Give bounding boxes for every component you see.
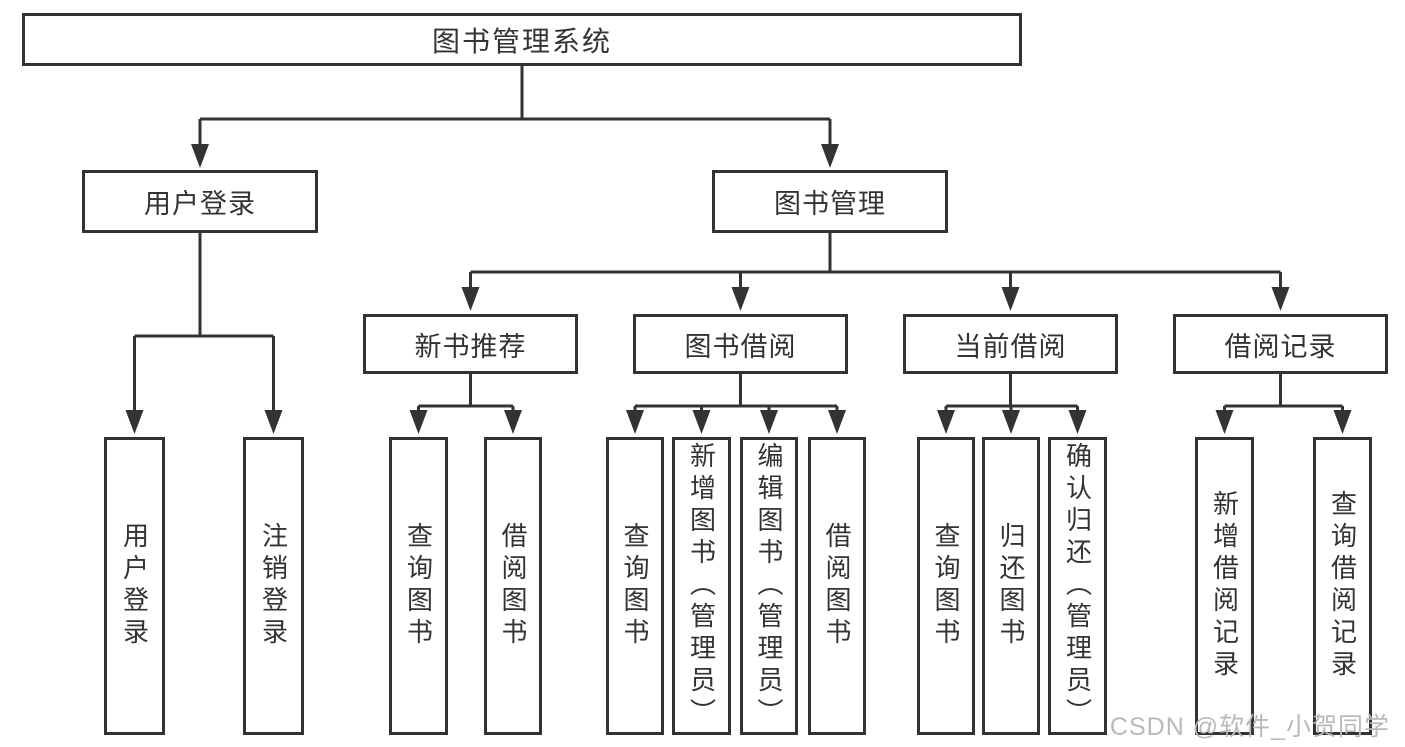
node-label: 查询图书 <box>403 522 434 650</box>
leaf-query-borrow-record: 查询借阅记录 <box>1313 437 1372 735</box>
node-label: 查询借阅记录 <box>1327 490 1358 682</box>
node-label: 查询图书 <box>931 522 961 650</box>
node-book-borrowing: 图书借阅 <box>633 314 848 374</box>
leaf-query-books-current: 查询图书 <box>917 437 975 735</box>
node-label: 新增借阅记录 <box>1209 490 1240 682</box>
node-label: 新书推荐 <box>414 331 527 362</box>
node-label: 新增图书（管理员） <box>686 442 717 730</box>
leaf-add-borrow-record: 新增借阅记录 <box>1195 437 1254 735</box>
node-label: 用户登录 <box>119 522 150 650</box>
node-borrowing-records: 借阅记录 <box>1173 314 1388 374</box>
node-label: 借阅记录 <box>1224 331 1337 362</box>
node-label: 查询图书 <box>620 522 650 650</box>
node-label: 图书管理 <box>774 189 886 219</box>
leaf-borrow-books-recommend: 借阅图书 <box>484 437 542 735</box>
node-label: 借阅图书 <box>822 522 852 650</box>
node-label: 归还图书 <box>996 522 1026 650</box>
node-label: 确认归还（管理员） <box>1062 442 1093 730</box>
node-label: 当前借阅 <box>954 331 1067 362</box>
node-label: 用户登录 <box>144 189 256 219</box>
node-user-login: 用户登录 <box>82 170 318 233</box>
leaf-borrow-books: 借阅图书 <box>808 437 866 735</box>
leaf-return-books: 归还图书 <box>982 437 1040 735</box>
node-label: 编辑图书（管理员） <box>754 442 784 730</box>
node-current-borrowing: 当前借阅 <box>903 314 1118 374</box>
arrowhead-icons <box>125 144 1352 434</box>
csdn-watermark: CSDN @软件_小贺同学 <box>1109 713 1390 741</box>
node-new-book-recommend: 新书推荐 <box>363 314 578 374</box>
leaf-add-books-admin: 新增图书（管理员） <box>672 437 731 735</box>
node-library-management-system: 图书管理系统 <box>22 13 1022 66</box>
leaf-edit-books-admin: 编辑图书（管理员） <box>740 437 798 735</box>
node-label: 图书借阅 <box>684 331 797 362</box>
node-book-management: 图书管理 <box>712 170 948 233</box>
node-label: 借阅图书 <box>498 522 528 650</box>
leaf-logout: 注销登录 <box>243 437 304 735</box>
node-label: 注销登录 <box>258 522 289 650</box>
leaf-confirm-return-admin: 确认归还（管理员） <box>1048 437 1107 735</box>
leaf-query-books-recommend: 查询图书 <box>389 437 448 735</box>
leaf-query-books-borrowing: 查询图书 <box>606 437 664 735</box>
node-label: 图书管理系统 <box>431 25 612 57</box>
leaf-user-login: 用户登录 <box>104 437 165 735</box>
